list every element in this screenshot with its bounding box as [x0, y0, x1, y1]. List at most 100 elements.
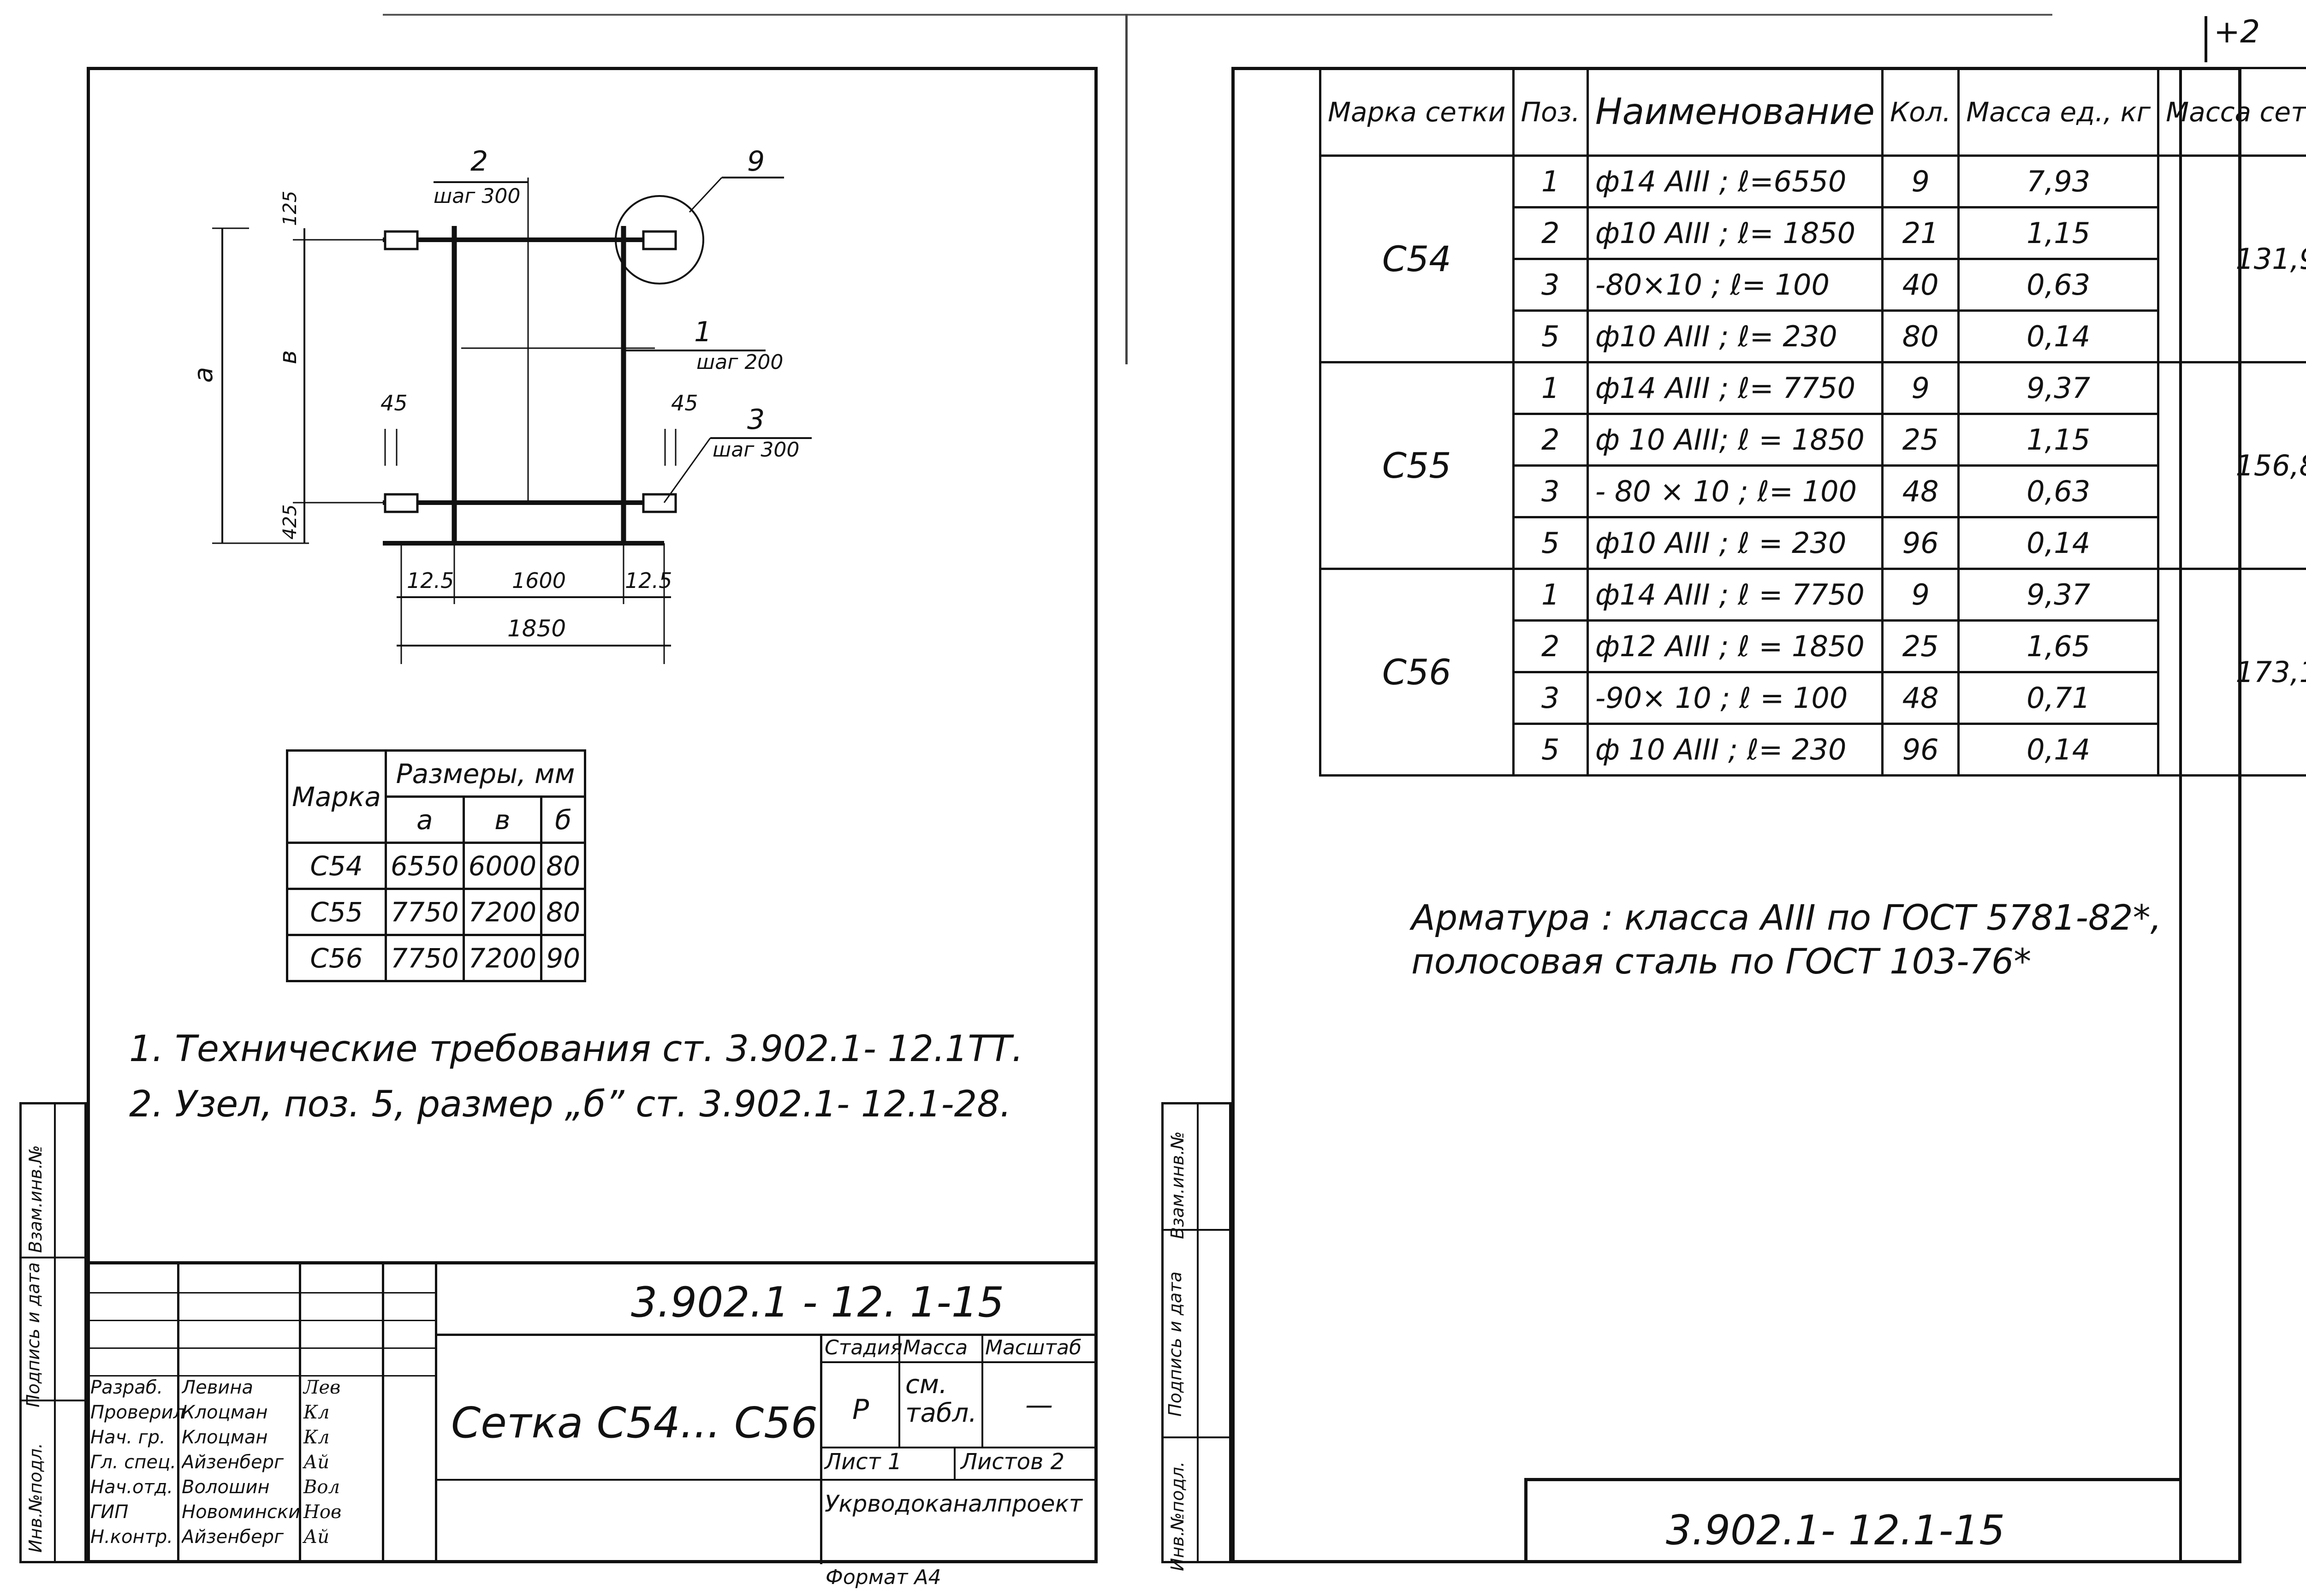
- spec-qty: 25: [1881, 413, 1960, 467]
- note-2: 2. Узел, поз. 5, размер „б” ст. 3.902.1-…: [129, 1084, 1011, 1125]
- table-row: 5 ф 10 АIII ; ℓ= 230 96 0,14: [1320, 723, 2306, 777]
- sheets-label: Листов 2: [961, 1449, 1065, 1475]
- spec-mass: 0,63: [1957, 258, 2160, 312]
- table-row: С54 1 ф14 АIII ; ℓ=6550 9 7,93 131,9: [1319, 154, 2306, 363]
- role: Нач.отд.: [90, 1477, 173, 1498]
- scale-value: —: [1025, 1389, 1053, 1421]
- spec-mark: С56: [1319, 568, 1515, 777]
- dim-top-label: 125: [279, 191, 301, 226]
- top-rule: [383, 14, 2052, 16]
- spec-pos: 2: [1512, 206, 1589, 260]
- spec-pos: 3: [1512, 464, 1589, 518]
- dims-cell: С55: [286, 888, 387, 936]
- pos9-label: 9: [747, 145, 765, 178]
- name: Айзенберг: [182, 1526, 284, 1548]
- name: Айзенберг: [182, 1452, 284, 1473]
- spec-name: -80×10 ; ℓ= 100: [1586, 258, 1884, 312]
- spec-col-name: Наименование: [1586, 67, 1884, 157]
- dim-125-left: 12.5: [407, 568, 454, 593]
- left-side-stamp: Инв.№подл. Подпись и дата Взам.инв.№: [19, 1102, 87, 1563]
- table-row: С55 1 ф14 АIII ; ℓ= 7750 9 9,37 156,8: [1319, 361, 2306, 570]
- table-row: С56 1 ф14 АIII ; ℓ = 7750 9 9,37 173,1: [1319, 568, 2306, 777]
- table-row: С55 7750 7200 80: [286, 888, 587, 936]
- pos2-step: шаг 300: [434, 184, 520, 208]
- stage-label: Стадия: [825, 1336, 903, 1359]
- drawing-title: Сетка С54... С56: [451, 1398, 818, 1448]
- plate-top-right: [642, 230, 677, 250]
- spec-mark: С54: [1319, 154, 1515, 363]
- dims-cell: 90: [540, 934, 587, 982]
- spec-name: ф12 АIII ; ℓ = 1850: [1586, 619, 1884, 673]
- spec-name: - 80 × 10 ; ℓ= 100: [1586, 464, 1884, 518]
- spec-mass: 0,14: [1957, 516, 2160, 570]
- spec-name: ф14 АIII ; ℓ=6550: [1586, 154, 1884, 208]
- table-row: 3 -80×10 ; ℓ= 100 40 0,63: [1320, 258, 2306, 312]
- side-stamp-sign: Подпись и дата: [23, 1262, 43, 1407]
- spec-qty: 96: [1881, 723, 1960, 777]
- spec-mass: 0,14: [1957, 309, 2160, 363]
- dims-sub-a: а: [384, 795, 465, 844]
- spec-header-row: Марка сетки Поз. Наименование Кол. Масса…: [1319, 67, 2306, 157]
- spec-table: Марка сетки Поз. Наименование Кол. Масса…: [1319, 67, 2306, 777]
- name: Новоминский: [182, 1501, 299, 1523]
- dims-cell: 7750: [384, 888, 465, 936]
- scale-label: Масштаб: [985, 1336, 1082, 1359]
- spec-mass: 1,15: [1957, 413, 2160, 467]
- name: Левина: [182, 1377, 253, 1398]
- spec-pos: 1: [1512, 361, 1589, 415]
- name: Клоцман: [182, 1402, 268, 1423]
- spec-qty: 25: [1881, 619, 1960, 673]
- title-block-code: 3.902.1 - 12. 1-15: [631, 1278, 1004, 1327]
- spec-mass: 0,14: [1957, 723, 2160, 777]
- signature: Кл: [303, 1402, 330, 1423]
- dim-b-label: в: [274, 350, 302, 364]
- pos1-step: шаг 200: [696, 350, 783, 374]
- spec-mass: 0,71: [1957, 671, 2160, 725]
- page-corner-mark: +2: [2214, 14, 2260, 50]
- dims-cell: 7200: [462, 888, 543, 936]
- spec-name: ф14 АIII ; ℓ= 7750: [1586, 361, 1884, 415]
- dims-col-mark: Марка: [286, 749, 387, 844]
- spec-mass: 7,93: [1957, 154, 2160, 208]
- dims-cell: 7750: [384, 934, 465, 982]
- sheet-label: Лист 1: [825, 1449, 902, 1475]
- pos3-step: шаг 300: [713, 438, 799, 462]
- table-row: 2 ф12 АIII ; ℓ = 1850 25 1,65: [1320, 619, 2306, 673]
- spec-pos: 1: [1512, 154, 1589, 208]
- pos3-label: 3: [747, 403, 765, 436]
- spec-pos: 3: [1512, 671, 1589, 725]
- detail-circle-9: [615, 195, 704, 285]
- spec-pos: 3: [1512, 258, 1589, 312]
- spec-qty: 21: [1881, 206, 1960, 260]
- spec-pos: 2: [1512, 619, 1589, 673]
- plate-top-left: [384, 230, 419, 250]
- role: Нач. гр.: [90, 1427, 166, 1448]
- format-label: Формат А4: [826, 1566, 941, 1589]
- table-row: 2 ф 10 АIII; ℓ = 1850 25 1,15: [1320, 413, 2306, 467]
- note-1: 1. Технические требования ст. 3.902.1- 1…: [129, 1028, 1023, 1070]
- spec-mass: 1,65: [1957, 619, 2160, 673]
- table-row: 5 ф10 АIII ; ℓ= 230 80 0,14: [1320, 309, 2306, 363]
- spec-col-mass: Масса ед., кг: [1957, 67, 2160, 157]
- spec-qty: 48: [1881, 671, 1960, 725]
- spec-qty: 48: [1881, 464, 1960, 518]
- spec-pos: 1: [1512, 568, 1589, 622]
- side-stamp-inv: Инв.№подл.: [25, 1442, 46, 1553]
- stage-value: Р: [852, 1394, 869, 1426]
- dims-col-sizes: Размеры, мм: [384, 749, 587, 798]
- spec-qty: 9: [1881, 361, 1960, 415]
- spec-total: 173,1: [2157, 568, 2306, 777]
- spec-mass: 9,37: [1957, 568, 2160, 622]
- dims-cell: 6000: [462, 842, 543, 890]
- role: Разраб.: [90, 1377, 163, 1398]
- names-column: Левина Клоцман Клоцман Айзенберг Волошин…: [182, 1375, 299, 1549]
- dims-sub-b: в: [462, 795, 543, 844]
- spec-mark: С55: [1319, 361, 1515, 570]
- spec-col-mark: Марка сетки: [1319, 67, 1515, 157]
- dim-1850: 1850: [507, 615, 566, 642]
- signature: Нов: [303, 1501, 342, 1523]
- spec-name: ф 10 АIII; ℓ = 1850: [1586, 413, 1884, 467]
- signature: Кл: [303, 1427, 330, 1448]
- signature: Лев: [303, 1377, 341, 1398]
- name: Волошин: [182, 1477, 270, 1498]
